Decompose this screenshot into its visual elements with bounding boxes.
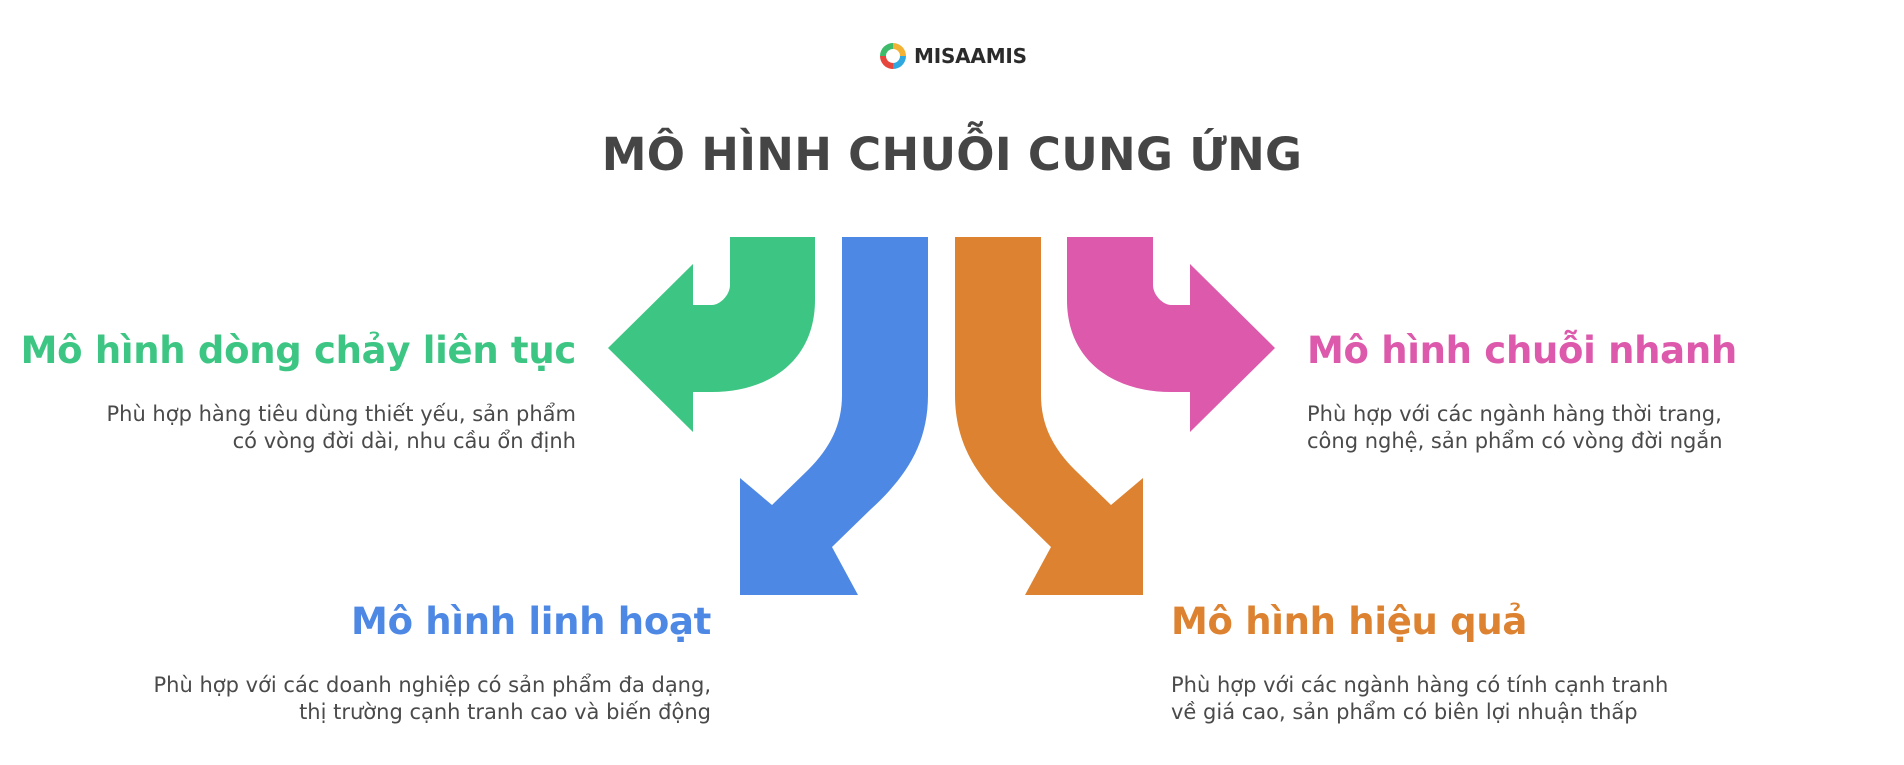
model-efficient-desc: Phù hợp với các ngành hàng có tính cạnh … [1171,672,1668,726]
orange-arrow [955,237,1143,595]
pink-arrow [1067,237,1275,432]
desc-line: Phù hợp hàng tiêu dùng thiết yếu, sản ph… [106,402,576,426]
model-continuous-flow-desc: Phù hợp hàng tiêu dùng thiết yếu, sản ph… [106,401,576,455]
desc-line: Phù hợp với các ngành hàng có tính cạnh … [1171,673,1669,697]
desc-line: Phù hợp với các ngành hàng thời trang, [1307,402,1722,426]
model-efficient-title: Mô hình hiệu quả [1171,600,1528,643]
model-continuous-flow-title: Mô hình dòng chảy liên tục [20,329,577,372]
green-arrow [608,237,815,432]
brand-logo: MISAAMIS [878,40,1027,72]
model-fast-chain-title: Mô hình chuỗi nhanh [1307,329,1737,372]
blue-arrow [740,237,928,595]
model-flexible-desc: Phù hợp với các doanh nghiệp có sản phẩm… [154,672,711,726]
desc-line: có vòng đời dài, nhu cầu ổn định [232,429,576,453]
desc-line: thị trường cạnh tranh cao và biến động [299,700,711,724]
desc-line: về giá cao, sản phẩm có biên lợi nhuận t… [1171,700,1638,724]
page-title: MÔ HÌNH CHUỖI CUNG ỨNG [601,128,1303,181]
logo-text: MISAAMIS [914,44,1027,68]
model-flexible-title: Mô hình linh hoạt [351,600,711,643]
desc-line: công nghệ, sản phẩm có vòng đời ngắn [1307,429,1723,453]
misa-logo-icon [880,43,906,69]
model-fast-chain-desc: Phù hợp với các ngành hàng thời trang, c… [1307,401,1723,455]
desc-line: Phù hợp với các doanh nghiệp có sản phẩm… [153,673,711,697]
